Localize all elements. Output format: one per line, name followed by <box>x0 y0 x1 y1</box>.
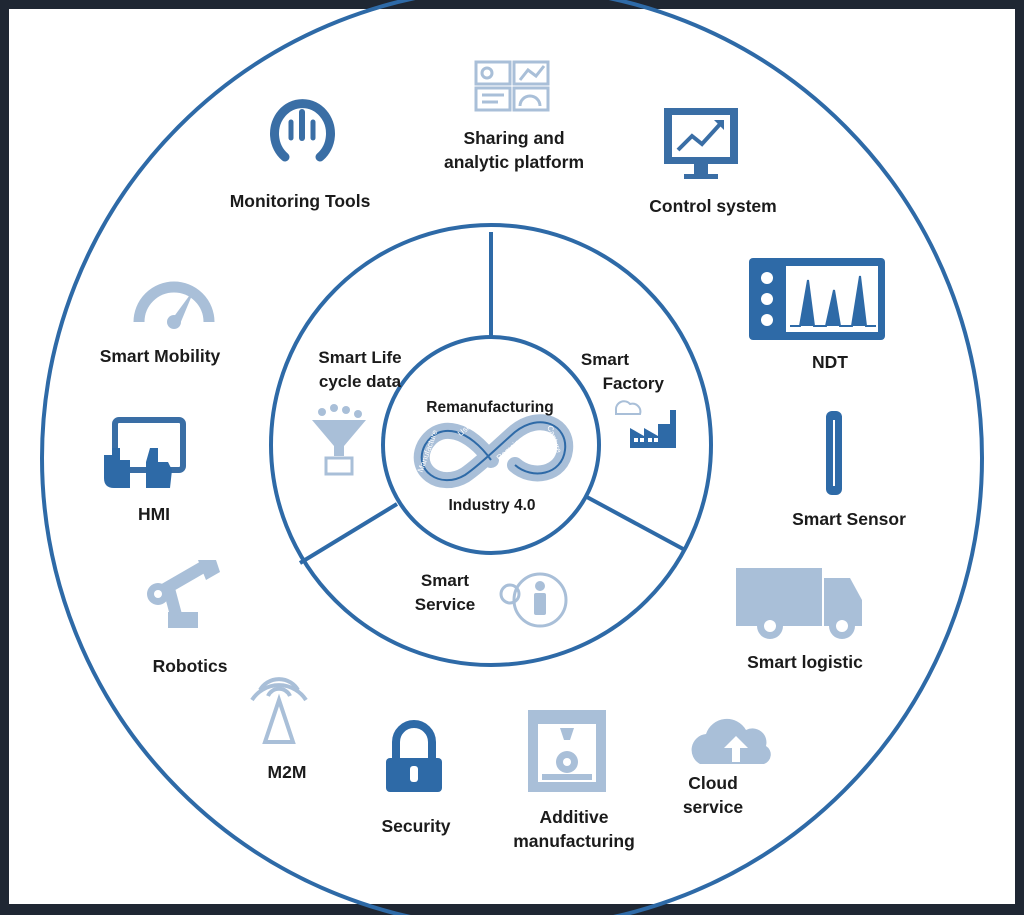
label-control-system: Control system <box>649 196 777 216</box>
label-m2m: M2M <box>267 762 307 782</box>
label-smart-sensor: Smart Sensor <box>792 509 906 529</box>
item-label-line1: Sharing and <box>463 128 565 148</box>
cloud-upload-icon <box>691 718 771 764</box>
infinity-loop-icon <box>413 414 574 489</box>
center-subtitle: Industry 4.0 <box>448 497 536 514</box>
label-hmi: HMI <box>137 504 171 524</box>
sector-smart-factory: Smart Factory <box>560 348 670 396</box>
monitor-chart-icon <box>664 108 738 179</box>
label-smart-mobility: Smart Mobility <box>99 346 221 366</box>
sector-label-line1: Smart <box>580 350 630 369</box>
service-person-icon <box>499 572 568 628</box>
item-label-line1: Additive <box>539 807 609 827</box>
label-smart-logistic: Smart logistic <box>747 652 863 672</box>
item-label-line2: manufacturing <box>513 831 635 851</box>
item-label-line2: analytic platform <box>443 152 585 172</box>
divider-left <box>298 502 399 565</box>
label-monitoring-tools: Monitoring Tools <box>229 191 371 211</box>
padlock-icon <box>386 720 442 792</box>
dashboard-grid-icon <box>474 60 550 112</box>
oscilloscope-icon <box>749 258 885 340</box>
label-ndt: NDT <box>812 352 848 372</box>
speedometer-icon <box>133 281 215 329</box>
truck-icon <box>736 568 862 639</box>
sector-label-line2: cycle data <box>318 372 402 391</box>
label-additive-manufacturing: Additive manufacturing <box>496 805 652 853</box>
tablet-hands-icon <box>104 417 186 488</box>
sector-smart-service: Smart Service <box>395 569 495 617</box>
diagram-panel <box>9 9 1015 904</box>
label-cloud-service: Cloud service <box>668 771 758 819</box>
item-label-line1: Cloud <box>688 773 738 793</box>
outer-ring <box>40 0 984 915</box>
label-sharing-analytic-platform: Sharing and analytic platform <box>424 126 604 174</box>
sector-label-line1: Smart <box>420 571 470 590</box>
sector-label-line1: Smart Life <box>318 348 402 367</box>
label-robotics: Robotics <box>152 656 228 676</box>
robot-arm-icon <box>147 560 220 628</box>
gauge-arc-icon <box>270 99 335 162</box>
factory-icon <box>614 400 676 448</box>
sector-label-line2: Service <box>414 595 476 614</box>
item-label-line2: service <box>682 797 744 817</box>
middle-ring <box>269 223 713 667</box>
sector-smart-life-cycle-data: Smart Life cycle data <box>290 346 430 394</box>
funnel-data-icon <box>312 404 366 476</box>
sector-label-line2: Factory <box>602 374 664 393</box>
3d-printer-icon <box>528 710 606 792</box>
label-security: Security <box>381 816 451 836</box>
sensor-probe-icon <box>826 411 842 495</box>
antenna-icon <box>250 677 308 744</box>
divider-right <box>584 494 686 552</box>
center-title: Remanufacturing <box>426 399 554 416</box>
